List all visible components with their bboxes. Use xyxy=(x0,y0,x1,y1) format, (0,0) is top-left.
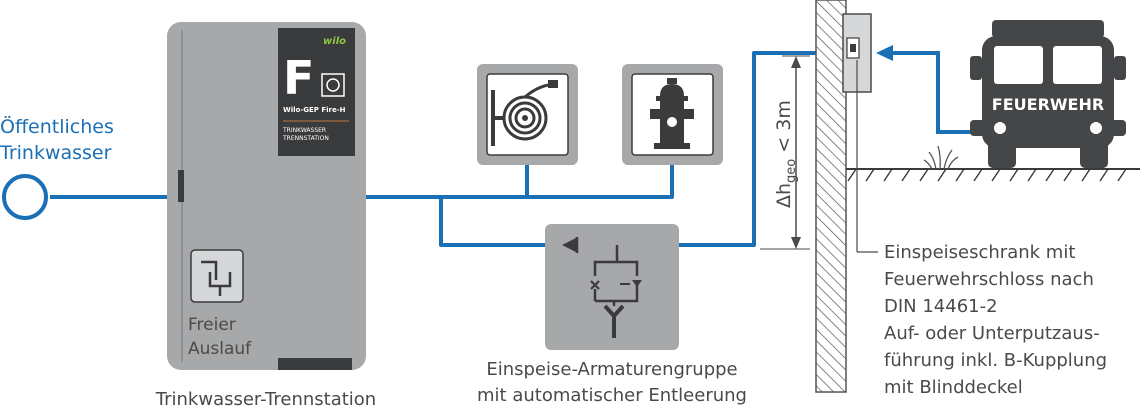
free-outlet-label-line1: Freier xyxy=(188,315,236,335)
hydrant-icon xyxy=(622,64,723,165)
height-label-suffix: < 3m xyxy=(773,100,795,159)
height-label-sub: geo xyxy=(784,159,799,183)
cabinet-description: Einspeiseschrank mit Feuerwehrschloss na… xyxy=(884,242,1107,398)
valve-group-caption-line2: mit automatischer Entleerung xyxy=(477,385,747,406)
badge-pump-icon xyxy=(326,78,340,92)
height-dimension xyxy=(760,55,810,250)
pipe-to-cabinet xyxy=(439,51,850,247)
cabinet-desc-line: Feuerwehrschloss nach xyxy=(884,269,1094,290)
building-wall xyxy=(815,0,847,393)
badge-sub-line1: TRINKWASSER xyxy=(282,127,326,134)
truck-label: FEUERWEHR xyxy=(992,95,1104,114)
feeding-cabinet xyxy=(842,13,878,253)
free-outlet-icon xyxy=(190,249,244,303)
source-label-line2: Trinkwasser xyxy=(0,142,112,164)
cabinet-desc-line: mit Blinddeckel xyxy=(884,377,1023,398)
station-door-handle xyxy=(178,170,184,202)
product-badge: wilo F Wilo-GEP Fire-H TRINKWASSER TRENN… xyxy=(278,28,355,156)
pipe-network xyxy=(50,51,850,247)
badge-pump-icon-frame xyxy=(321,73,345,97)
pipe-branch-hose-hydrant xyxy=(441,164,674,199)
hose-reel-icon xyxy=(477,64,578,165)
height-label-prefix: Δh xyxy=(773,183,795,208)
ground xyxy=(846,168,1140,182)
badge-model: Wilo-GEP Fire-H xyxy=(283,106,346,114)
fire-truck-icon xyxy=(970,20,1126,168)
cabinet-desc-line: DIN 14461-2 xyxy=(884,296,998,317)
cabinet-desc-line: Auf- oder Unterputzaus- xyxy=(884,323,1100,344)
valve-assembly-icon xyxy=(545,224,679,350)
separation-station: wilo F Wilo-GEP Fire-H TRINKWASSER TRENN… xyxy=(167,22,366,370)
valve-group-caption-line1: Einspeise-Armaturengruppe xyxy=(486,359,737,380)
badge-brand: wilo xyxy=(323,36,346,47)
badge-letter: F xyxy=(283,51,314,105)
grass-icon xyxy=(923,145,959,170)
cabinet-desc-line: Einspeiseschrank mit xyxy=(884,242,1075,263)
free-outlet-label-line2: Auslauf xyxy=(188,339,252,359)
cabinet-desc-line: führung inkl. B-Kupplung xyxy=(884,350,1107,371)
station-base-panel xyxy=(278,358,352,370)
height-label: Δhgeo < 3m xyxy=(773,100,799,208)
source-connection-circle xyxy=(2,174,48,220)
feed-arrow xyxy=(890,51,978,134)
station-caption: Trinkwasser-Trennstation xyxy=(155,389,376,410)
source-label-line1: Öffentliches xyxy=(0,115,114,138)
feed-arrow-head xyxy=(876,45,893,61)
badge-sub-line2: TRENNSTATION xyxy=(282,135,329,142)
badge-background xyxy=(278,28,355,156)
